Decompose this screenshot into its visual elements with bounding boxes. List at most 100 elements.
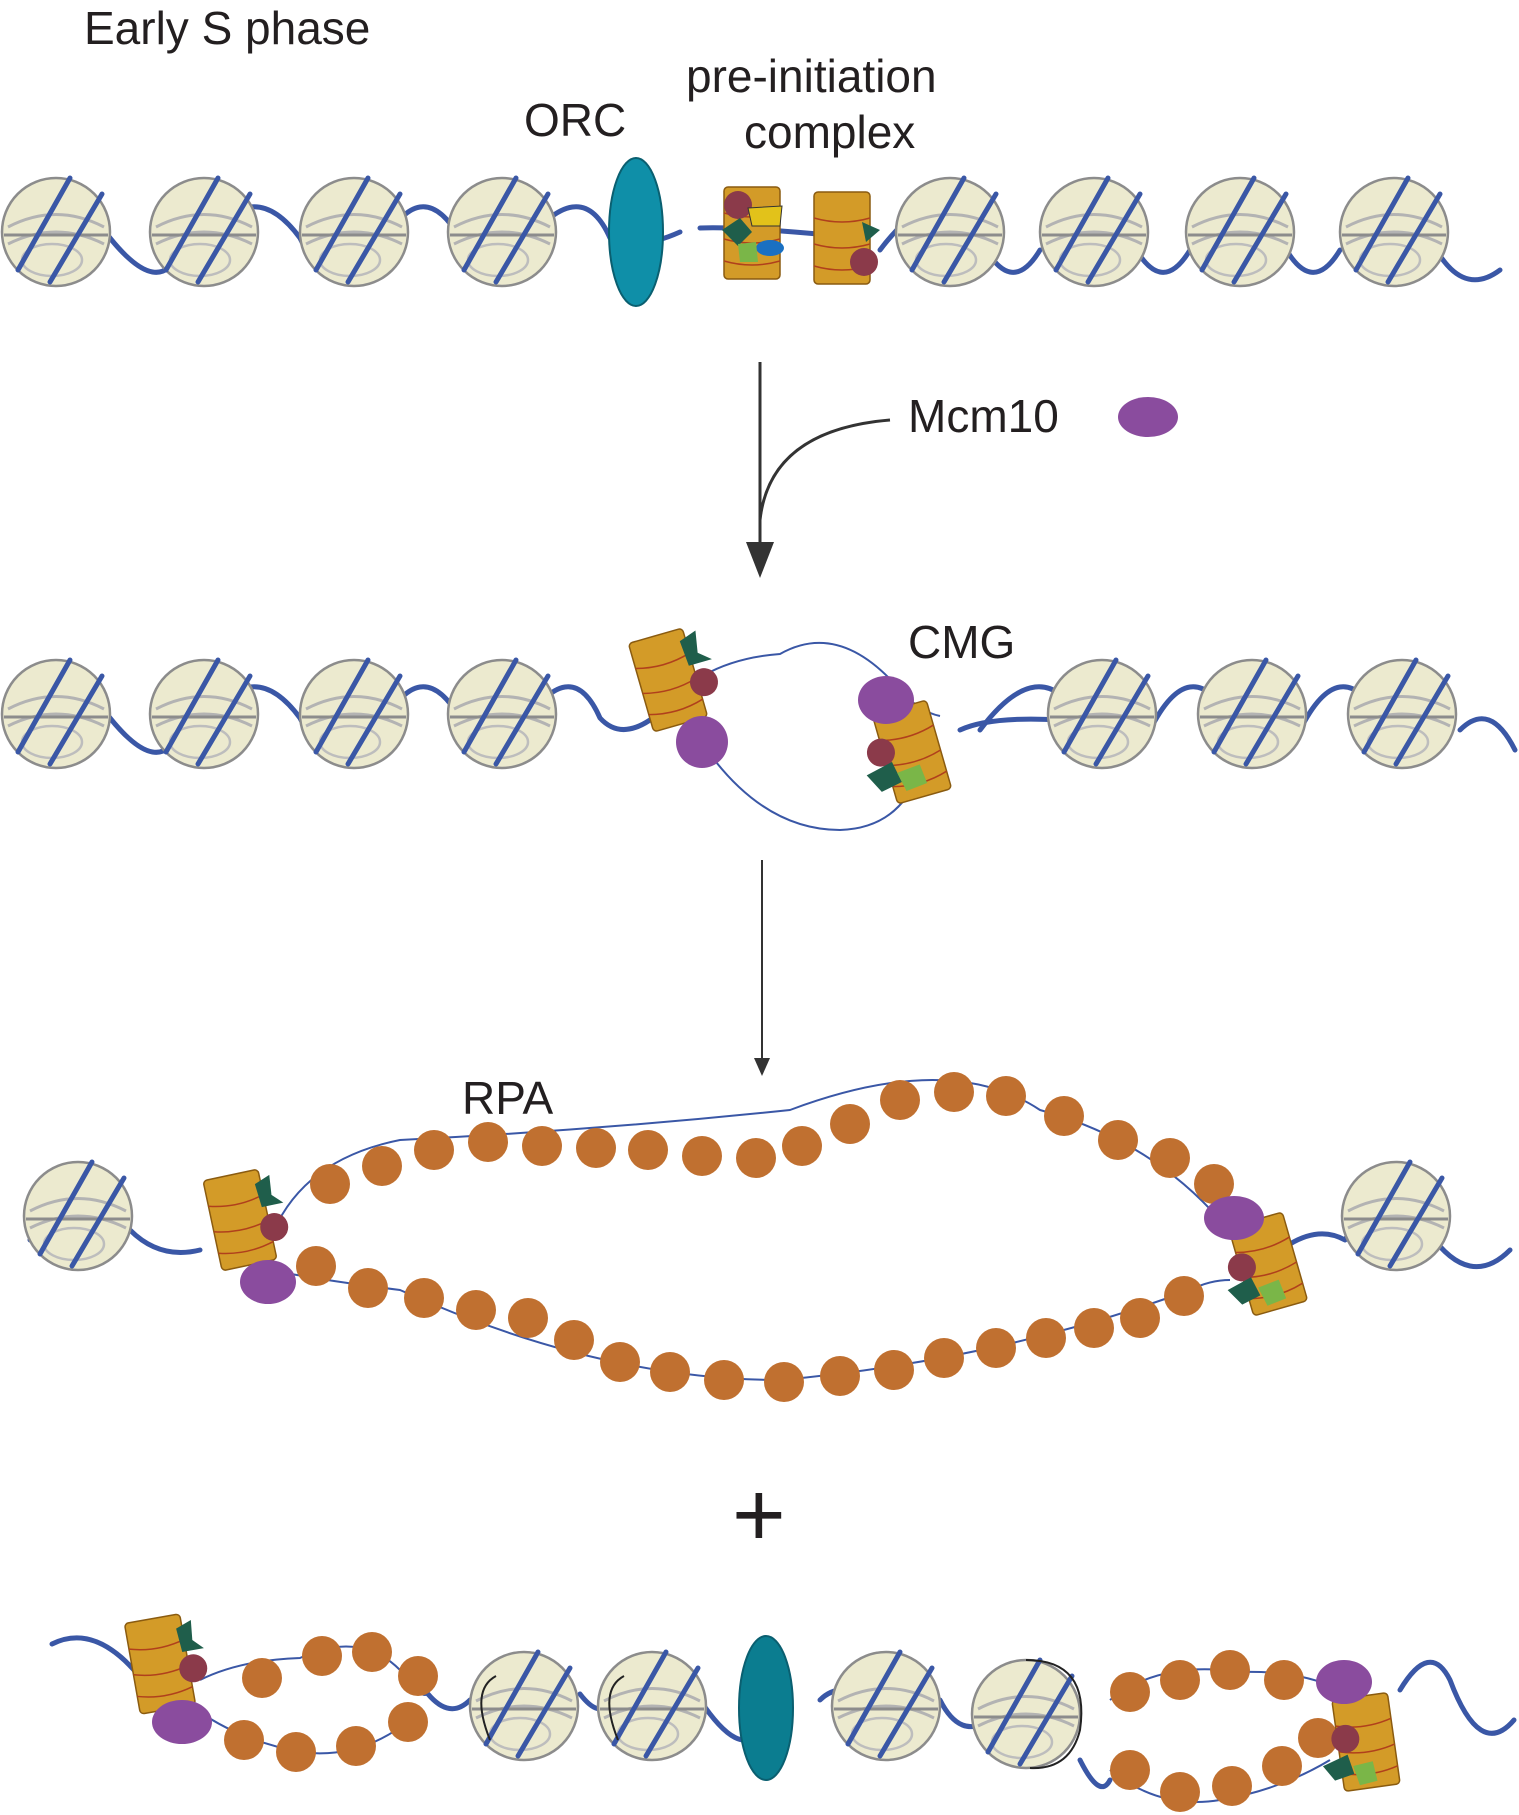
nucleosome-icon [896, 178, 1004, 286]
rpa-icon [874, 1350, 914, 1390]
rpa-icon [1210, 1650, 1250, 1690]
cmg-right [1322, 1691, 1401, 1793]
rpa-icon [508, 1298, 548, 1338]
rpa-icon [830, 1104, 870, 1144]
rpa-icon [576, 1128, 616, 1168]
nucleosome-icon [448, 660, 556, 768]
orc-icon [738, 1635, 794, 1781]
cdc45-icon [689, 668, 718, 697]
arrow-2 [754, 860, 770, 1076]
nucleosome-icon [1198, 660, 1306, 768]
rpa-icon [224, 1720, 264, 1760]
mcm10-icon [858, 676, 914, 724]
rpa-icon [414, 1130, 454, 1170]
cmg-label: CMG [908, 616, 1015, 668]
cdc45-icon [260, 1213, 289, 1242]
rpa-icon [682, 1136, 722, 1176]
nucleosome-icon [24, 1162, 132, 1270]
rpa-icon [242, 1658, 282, 1698]
rpa-chain-right [1110, 1650, 1338, 1812]
row4-chromatin [49, 1613, 1517, 1812]
mcm10-icon [1118, 397, 1178, 437]
rpa-icon [310, 1164, 350, 1204]
rpa-icon [302, 1636, 342, 1676]
gins-icon [254, 1174, 284, 1208]
rpa-icon [554, 1320, 594, 1360]
gins-icon [679, 630, 712, 666]
rpa-icon [1212, 1766, 1252, 1806]
nucleosome-arc-icon [480, 1675, 497, 1741]
mcm10-label: Mcm10 [908, 390, 1059, 442]
rpa-icon [628, 1130, 668, 1170]
row3-chromatin [24, 1072, 1513, 1402]
nucleosome-icon [832, 1652, 940, 1760]
stage-title: Early S phase [84, 2, 370, 54]
mcm10-entry-curve [758, 418, 891, 521]
gins-icon [862, 222, 880, 242]
cdc45-icon [724, 191, 752, 219]
nucleosome-icon [1340, 178, 1448, 286]
rpa-icon [1264, 1660, 1304, 1700]
rpa-top-strand [269, 1079, 1221, 1241]
pre-initiation-complex [722, 186, 880, 285]
rpa-icon [1120, 1298, 1160, 1338]
rpa-icon [1044, 1096, 1084, 1136]
nucleosome-icon [1048, 660, 1156, 768]
nucleosome-arc-icon [608, 1675, 625, 1741]
gins-icon [866, 761, 902, 792]
nucleosome-icon [1342, 1162, 1450, 1270]
nucleosome-icon [470, 1652, 578, 1760]
rpa-icon [934, 1072, 974, 1112]
mcm10-icon [676, 716, 728, 768]
mcm10-icon [1204, 1196, 1264, 1240]
nucleosome-icon [1040, 178, 1148, 286]
rpa-icon [522, 1126, 562, 1166]
cdc45-icon [850, 248, 878, 276]
rpa-icon [1150, 1138, 1190, 1178]
cmg-right [1227, 1211, 1309, 1317]
rpa-chain-left [224, 1632, 438, 1772]
arrow-head-icon [746, 542, 774, 578]
cmg-left [123, 1613, 208, 1715]
factor-yellow-icon [747, 205, 783, 227]
gins-icon [1227, 1277, 1261, 1305]
rpa-icon [986, 1076, 1026, 1116]
cdc45-icon [1227, 1253, 1256, 1282]
gins-icon [722, 218, 752, 246]
nucleosome-icon [300, 660, 408, 768]
nucleosome-icon [300, 178, 408, 286]
rpa-chain-top [310, 1072, 1234, 1204]
cmg-right [866, 699, 953, 805]
rpa-icon [336, 1726, 376, 1766]
rpa-icon [736, 1138, 776, 1178]
rpa-icon [388, 1702, 428, 1742]
nucleosome-icon [150, 178, 258, 286]
cmg-left [627, 627, 718, 733]
mcm10-icon [1316, 1660, 1372, 1704]
rpa-icon [404, 1278, 444, 1318]
rpa-label: RPA [462, 1072, 553, 1124]
nucleosome-icon [1186, 178, 1294, 286]
rpa-icon [456, 1290, 496, 1330]
cdc45-icon [866, 738, 895, 767]
mcm10-icon [240, 1260, 296, 1304]
nucleosome-icon [448, 178, 556, 286]
rpa-icon [1164, 1276, 1204, 1316]
rpa-icon [362, 1146, 402, 1186]
nucleosome-arc-icon [1025, 1659, 1083, 1770]
row1-chromatin [2, 157, 1503, 307]
factor-green-icon [1258, 1279, 1287, 1306]
rpa-icon [468, 1122, 508, 1162]
rpa-icon [1110, 1750, 1150, 1790]
rpa-icon [276, 1732, 316, 1772]
rpa-icon [1026, 1318, 1066, 1358]
rpa-icon [1160, 1772, 1200, 1812]
plus-sign: + [732, 1464, 786, 1566]
rpa-icon [1098, 1120, 1138, 1160]
rpa-icon [764, 1362, 804, 1402]
gins-icon [1322, 1754, 1355, 1781]
factor-green-icon [897, 764, 928, 792]
orc-icon [608, 157, 664, 307]
rpa-icon [782, 1126, 822, 1166]
